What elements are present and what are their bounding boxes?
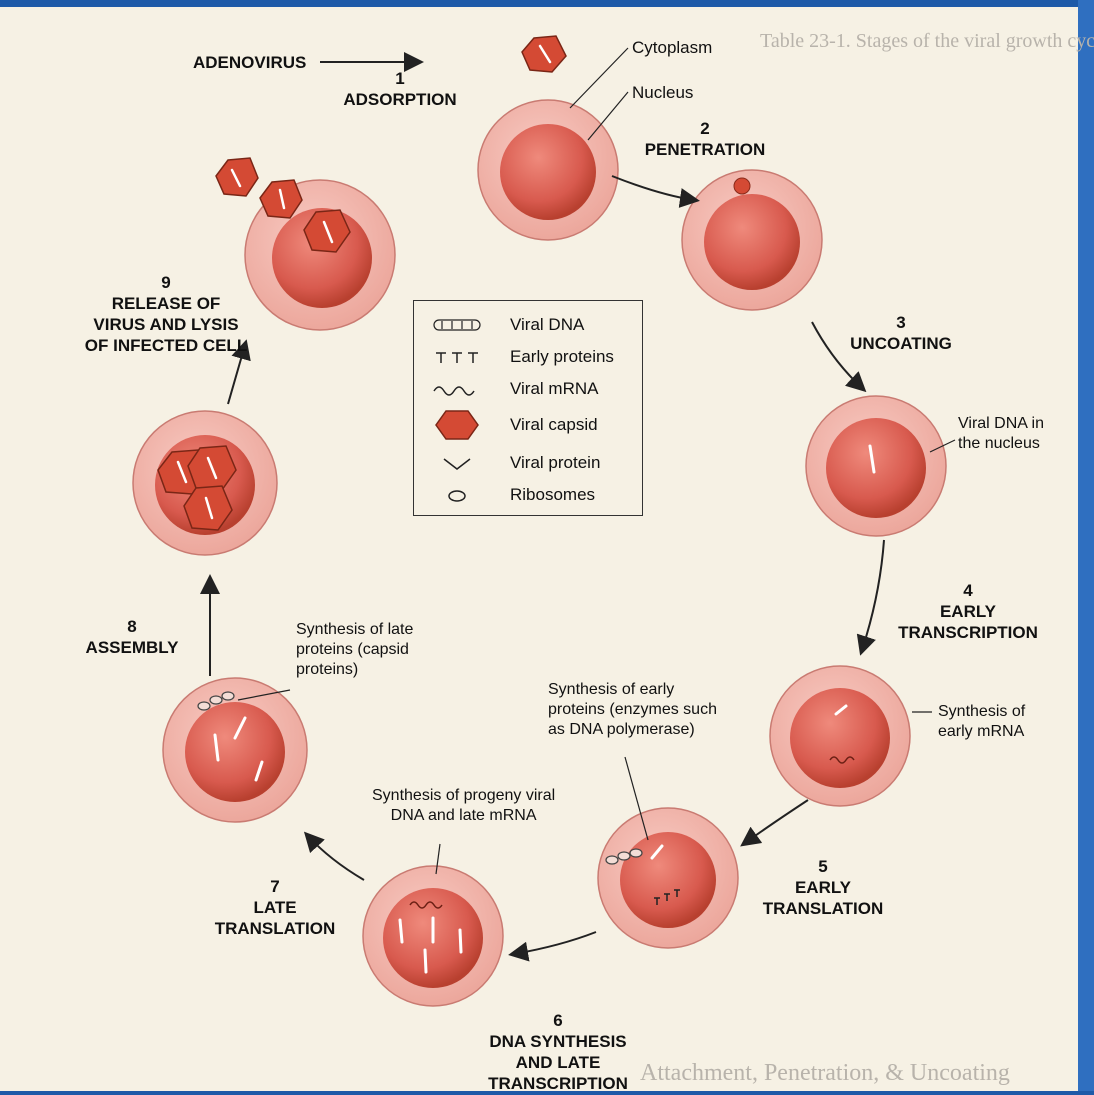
stage-name: DNA SYNTHESIS	[468, 1031, 648, 1052]
legend-item-viral-mrna: Viral mRNA	[414, 375, 640, 403]
synthesis-early-proteins-note: Synthesis of early proteins (enzymes suc…	[548, 680, 717, 740]
stage-number: 9	[56, 272, 276, 293]
note-line: early mRNA	[938, 722, 1025, 742]
viral-dna-in-nucleus-note: Viral DNA in the nucleus	[958, 414, 1044, 454]
stage-name: TRANSCRIPTION	[888, 622, 1048, 643]
cell-adsorption	[478, 100, 618, 240]
legend-label: Viral capsid	[510, 415, 598, 435]
viral-mrna-icon	[424, 377, 490, 403]
stage-name: ASSEMBLY	[62, 637, 202, 658]
legend-label: Viral mRNA	[510, 379, 598, 399]
cell-late-translation	[163, 678, 307, 822]
legend-label: Early proteins	[510, 347, 614, 367]
legend: Viral DNA Early proteins Viral mRNA Vira…	[413, 300, 643, 516]
stage-5-early-translation: 5 EARLY TRANSLATION	[748, 856, 898, 919]
note-line: Synthesis of late	[296, 620, 413, 640]
stage-name: TRANSCRIPTION	[468, 1073, 648, 1094]
cell-uncoating	[806, 396, 946, 536]
legend-item-viral-dna: Viral DNA	[414, 311, 640, 339]
stage-name: TRANSLATION	[195, 918, 355, 939]
legend-item-viral-capsid: Viral capsid	[414, 411, 640, 447]
stage-name: EARLY	[748, 877, 898, 898]
cell-penetration	[682, 170, 822, 310]
stage-number: 4	[888, 580, 1048, 601]
stage-8-assembly: 8 ASSEMBLY	[62, 616, 202, 658]
synthesis-early-mrna-note: Synthesis of early mRNA	[938, 702, 1025, 742]
stage-number: 7	[195, 876, 355, 897]
stage-1-adsorption: 1 ADSORPTION	[330, 68, 470, 110]
synthesis-late-proteins-note: Synthesis of late proteins (capsid prote…	[296, 620, 413, 680]
stage-name: EARLY	[888, 601, 1048, 622]
early-proteins-icon	[424, 345, 490, 371]
legend-item-ribosomes: Ribosomes	[414, 481, 640, 509]
stage-name: UNCOATING	[836, 333, 966, 354]
note-line: Synthesis of	[938, 702, 1025, 722]
note-line: proteins)	[296, 660, 413, 680]
stage-4-early-transcription: 4 EARLY TRANSCRIPTION	[888, 580, 1048, 643]
stage-name: LATE	[195, 897, 355, 918]
cell-early-translation	[598, 808, 738, 948]
stage-name: RELEASE OF	[56, 293, 276, 314]
stage-number: 8	[62, 616, 202, 637]
stage-9-release: 9 RELEASE OF VIRUS AND LYSIS OF INFECTED…	[56, 272, 276, 356]
legend-label: Viral DNA	[510, 315, 584, 335]
cytoplasm-label: Cytoplasm	[632, 37, 712, 58]
stage-number: 1	[330, 68, 470, 89]
stage-number: 5	[748, 856, 898, 877]
viral-protein-icon	[424, 451, 490, 477]
stage-7-late-translation: 7 LATE TRANSLATION	[195, 876, 355, 939]
stage-number: 2	[630, 118, 780, 139]
note-line: proteins (enzymes such	[548, 700, 717, 720]
adenovirus-label: ADENOVIRUS	[193, 52, 306, 73]
note-line: Synthesis of progeny viral	[372, 786, 555, 806]
note-line: Viral DNA in	[958, 414, 1044, 434]
viral-dna-icon	[424, 313, 490, 339]
legend-item-early-proteins: Early proteins	[414, 343, 640, 371]
legend-label: Ribosomes	[510, 485, 595, 505]
cell-early-transcription	[770, 666, 910, 806]
stage-name: ADSORPTION	[330, 89, 470, 110]
note-line: DNA and late mRNA	[372, 806, 555, 826]
synthesis-progeny-note: Synthesis of progeny viral DNA and late …	[372, 786, 555, 826]
legend-label: Viral protein	[510, 453, 600, 473]
stage-name: TRANSLATION	[748, 898, 898, 919]
stage-name: VIRUS AND LYSIS	[56, 314, 276, 335]
viral-capsid-icon	[424, 407, 490, 443]
stage-name: AND LATE	[468, 1052, 648, 1073]
legend-item-viral-protein: Viral protein	[414, 449, 640, 477]
note-line: Synthesis of early	[548, 680, 717, 700]
note-line: as DNA polymerase)	[548, 720, 717, 740]
nucleus-label: Nucleus	[632, 82, 693, 103]
note-line: the nucleus	[958, 434, 1044, 454]
stage-number: 6	[468, 1010, 648, 1031]
stage-name: OF INFECTED CELL	[56, 335, 276, 356]
ribosomes-icon	[424, 483, 490, 509]
stage-number: 3	[836, 312, 966, 333]
stage-3-uncoating: 3 UNCOATING	[836, 312, 966, 354]
stage-name: PENETRATION	[630, 139, 780, 160]
stage-6-dna-synthesis: 6 DNA SYNTHESIS AND LATE TRANSCRIPTION	[468, 1010, 648, 1094]
stage-2-penetration: 2 PENETRATION	[630, 118, 780, 160]
note-line: proteins (capsid	[296, 640, 413, 660]
